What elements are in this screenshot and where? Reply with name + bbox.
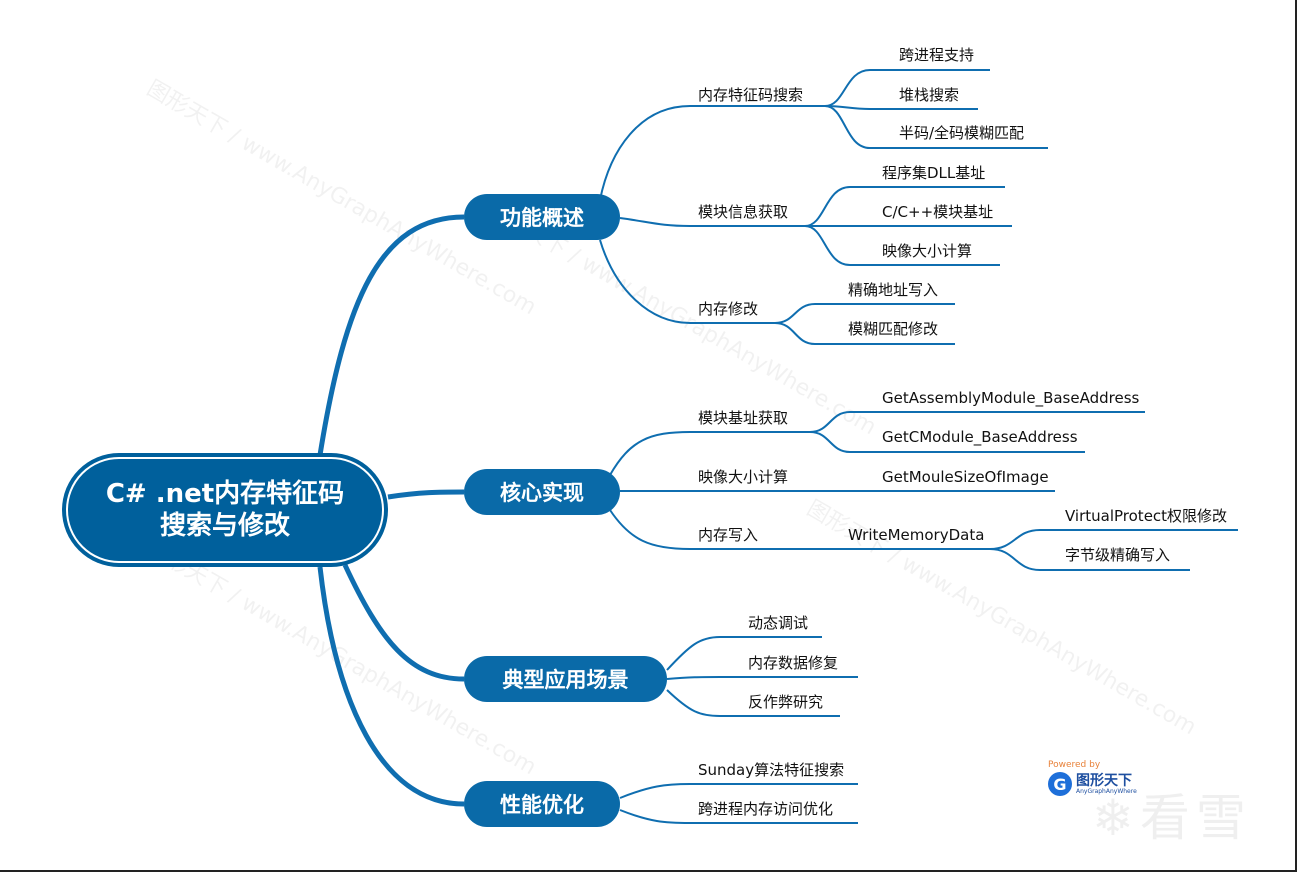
connector <box>619 217 691 227</box>
node[interactable]: 内存数据修复 <box>748 654 839 672</box>
node[interactable]: 模块基址获取 <box>698 409 789 427</box>
g-logo-icon: G <box>1048 772 1072 796</box>
connector <box>609 431 810 476</box>
node[interactable]: 映像大小计算 <box>882 242 973 260</box>
node[interactable]: 内存修改 <box>698 300 759 318</box>
connector <box>804 186 1005 227</box>
node[interactable]: 跨进程支持 <box>899 46 975 64</box>
root-title-line2: 搜索与修改 <box>159 511 290 541</box>
node[interactable]: Sunday算法特征搜索 <box>698 761 845 779</box>
connector <box>989 529 1238 550</box>
corner-watermark-text: 看雪 <box>1139 789 1252 847</box>
connector <box>809 431 1085 453</box>
connector <box>809 411 1145 433</box>
connector <box>619 809 858 824</box>
node[interactable]: 内存写入 <box>698 526 759 544</box>
connector <box>989 548 1190 571</box>
node[interactable]: WriteMemoryData <box>848 526 985 544</box>
node[interactable]: 程序集DLL基址 <box>882 164 986 182</box>
connector <box>824 105 978 110</box>
corner-watermark: ❄看雪 <box>1092 789 1252 847</box>
connector <box>774 303 955 324</box>
node[interactable]: 反作弊研究 <box>748 693 824 711</box>
connector <box>666 676 858 680</box>
connector <box>609 509 990 550</box>
connector <box>824 69 990 107</box>
connector-root-features <box>317 214 465 456</box>
branch-node-features[interactable]: 功能概述 <box>464 194 620 240</box>
brand-sub: AnyGraphAnyWhere <box>1076 787 1137 795</box>
connector-root-usage <box>342 563 465 682</box>
connector-root-perf <box>317 566 465 807</box>
node[interactable]: 动态调试 <box>748 614 809 632</box>
node[interactable]: 内存特征码搜索 <box>698 86 804 104</box>
node[interactable]: 精确地址写入 <box>848 281 939 299</box>
root-title-line1: C# .net内存特征码 <box>105 479 345 509</box>
branch-node-perf[interactable]: 性能优化 <box>464 781 620 827</box>
node[interactable]: 模糊匹配修改 <box>848 320 939 338</box>
node[interactable]: 堆栈搜索 <box>899 86 960 104</box>
node[interactable]: 映像大小计算 <box>698 468 789 486</box>
node[interactable]: 模块信息获取 <box>698 203 789 221</box>
connector <box>774 322 955 345</box>
connector <box>666 636 822 671</box>
node[interactable]: C/C++模块基址 <box>882 203 994 221</box>
node[interactable]: 字节级精确写入 <box>1065 546 1171 564</box>
node[interactable]: GetCModule_BaseAddress <box>882 428 1078 446</box>
root-node-border <box>66 457 384 563</box>
brand-name: 图形天下 <box>1076 772 1132 789</box>
connector <box>599 105 691 201</box>
node[interactable]: VirtualProtect权限修改 <box>1065 507 1228 525</box>
connector-root-core <box>387 489 465 500</box>
node[interactable]: GetMouleSizeOfImage <box>882 468 1049 486</box>
connector <box>599 239 691 324</box>
connector <box>824 105 1048 149</box>
powered-by-text: Powered by <box>1048 760 1101 770</box>
connector <box>804 225 1000 266</box>
node[interactable]: GetAssemblyModule_BaseAddress <box>882 389 1140 407</box>
node[interactable]: 半码/全码模糊匹配 <box>899 124 1025 142</box>
connector <box>666 689 840 717</box>
connector <box>619 783 858 799</box>
branch-node-usage[interactable]: 典型应用场景 <box>464 656 667 702</box>
branch-node-core[interactable]: 核心实现 <box>464 469 620 515</box>
brand-logo: Powered by G 图形天下 AnyGraphAnyWhere <box>1048 760 1137 796</box>
root-node[interactable]: C# .net内存特征码 搜索与修改 <box>62 453 388 567</box>
node[interactable]: 跨进程内存访问优化 <box>698 800 834 818</box>
